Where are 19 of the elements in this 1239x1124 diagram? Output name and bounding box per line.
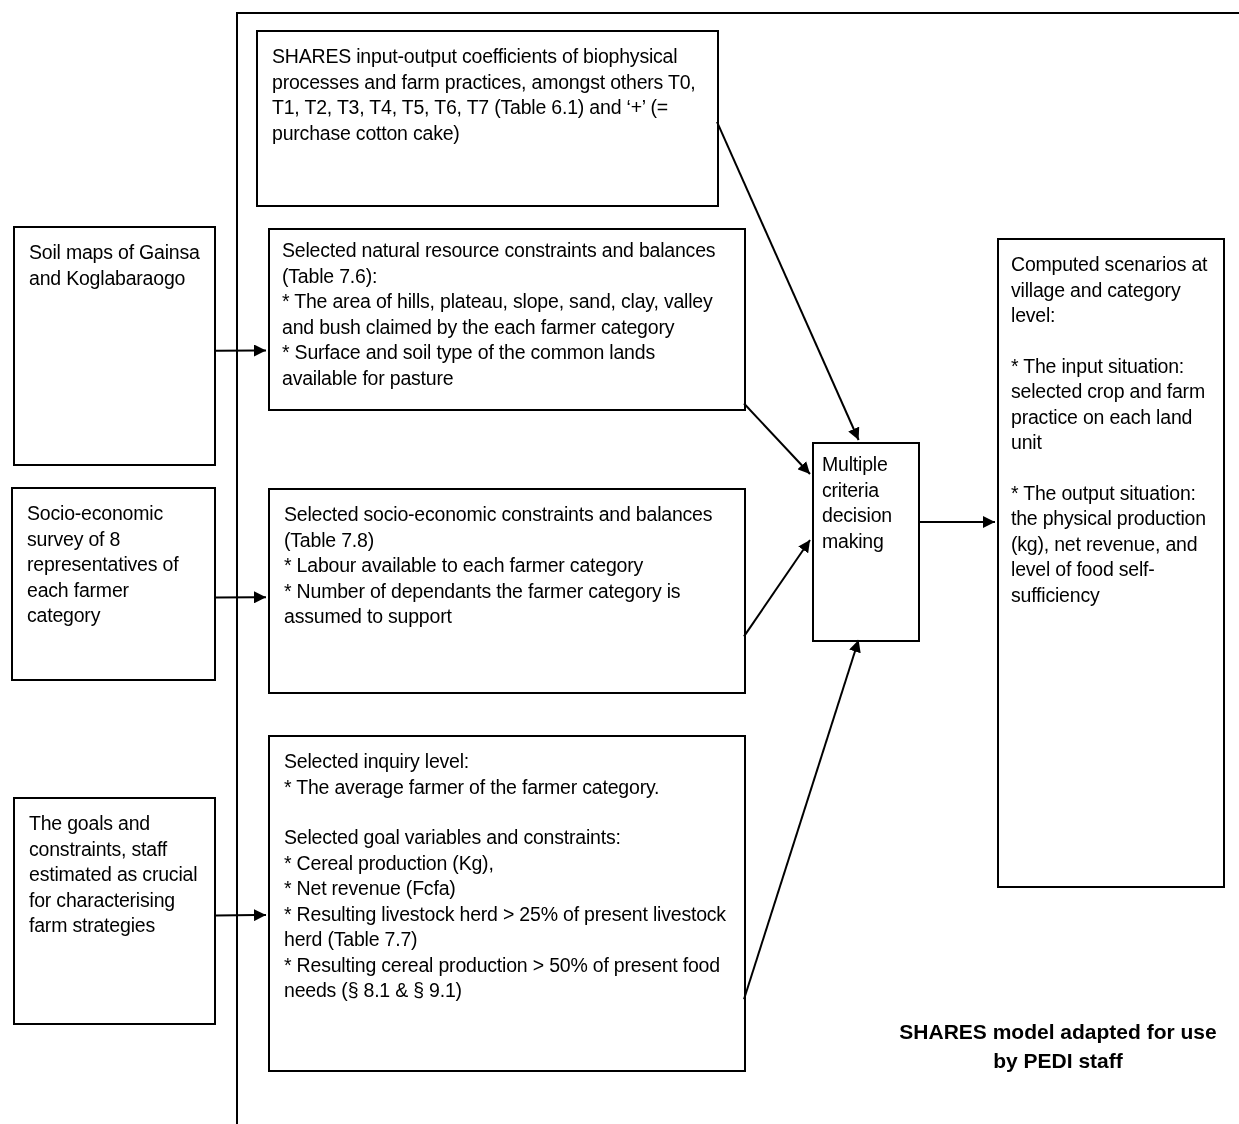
arrow (215, 909, 267, 922)
process-box: Computed scenarios at village and category level: * The input situation: selected crop and farm practice on each land unit * The output situation: the physical production (kg), net revenue, and level of food self-sufficiency (997, 238, 1225, 888)
arrow (215, 591, 267, 604)
arrow (743, 402, 811, 475)
process-box: Selected natural resource constraints and balances (Table 7.6): * The area of hills, plateau, slope, sand, clay, valley and bush claimed by the each farmer category * Surface and soil type of the common lands available for pasture (268, 228, 746, 411)
process-box: Socio-economic survey of 8 representatives of each farmer category (11, 487, 216, 681)
process-box: Multiple criteria decision making (812, 442, 920, 642)
process-box: The goals and constraints, staff estimated as crucial for characterising farm strategies (13, 797, 216, 1025)
process-box: SHARES input-output coefficients of biophysical processes and farm practices, amongst others T0, T1, T2, T3, T4, T5, T6, T7 (Table 6.1) and ‘+’ (= purchase cotton cake) (256, 30, 719, 207)
arrow (743, 539, 811, 638)
arrow (917, 516, 996, 528)
arrow (743, 639, 861, 1001)
model-caption: SHARES model adapted for use by PEDI staff (898, 1019, 1218, 1074)
model-frame (236, 12, 1239, 1124)
process-box: Selected socio-economic constraints and balances (Table 7.8) * Labour available to each farmer category * Number of dependants the farmer category is assumed to support (268, 488, 746, 694)
arrow (716, 120, 860, 441)
process-box: Soil maps of Gainsa and Koglabaraogo (13, 226, 216, 466)
arrow (215, 344, 267, 357)
process-box: Selected inquiry level: * The average farmer of the farmer category. Selected goal variables and constraints: * Cereal production (Kg), * Net revenue (Fcfa) * Resulting livestock herd > 25% of present livestock herd (Table 7.7) * Resulting cereal production > 50% of present food needs (§ 8.1 & § 9.1) (268, 735, 746, 1072)
